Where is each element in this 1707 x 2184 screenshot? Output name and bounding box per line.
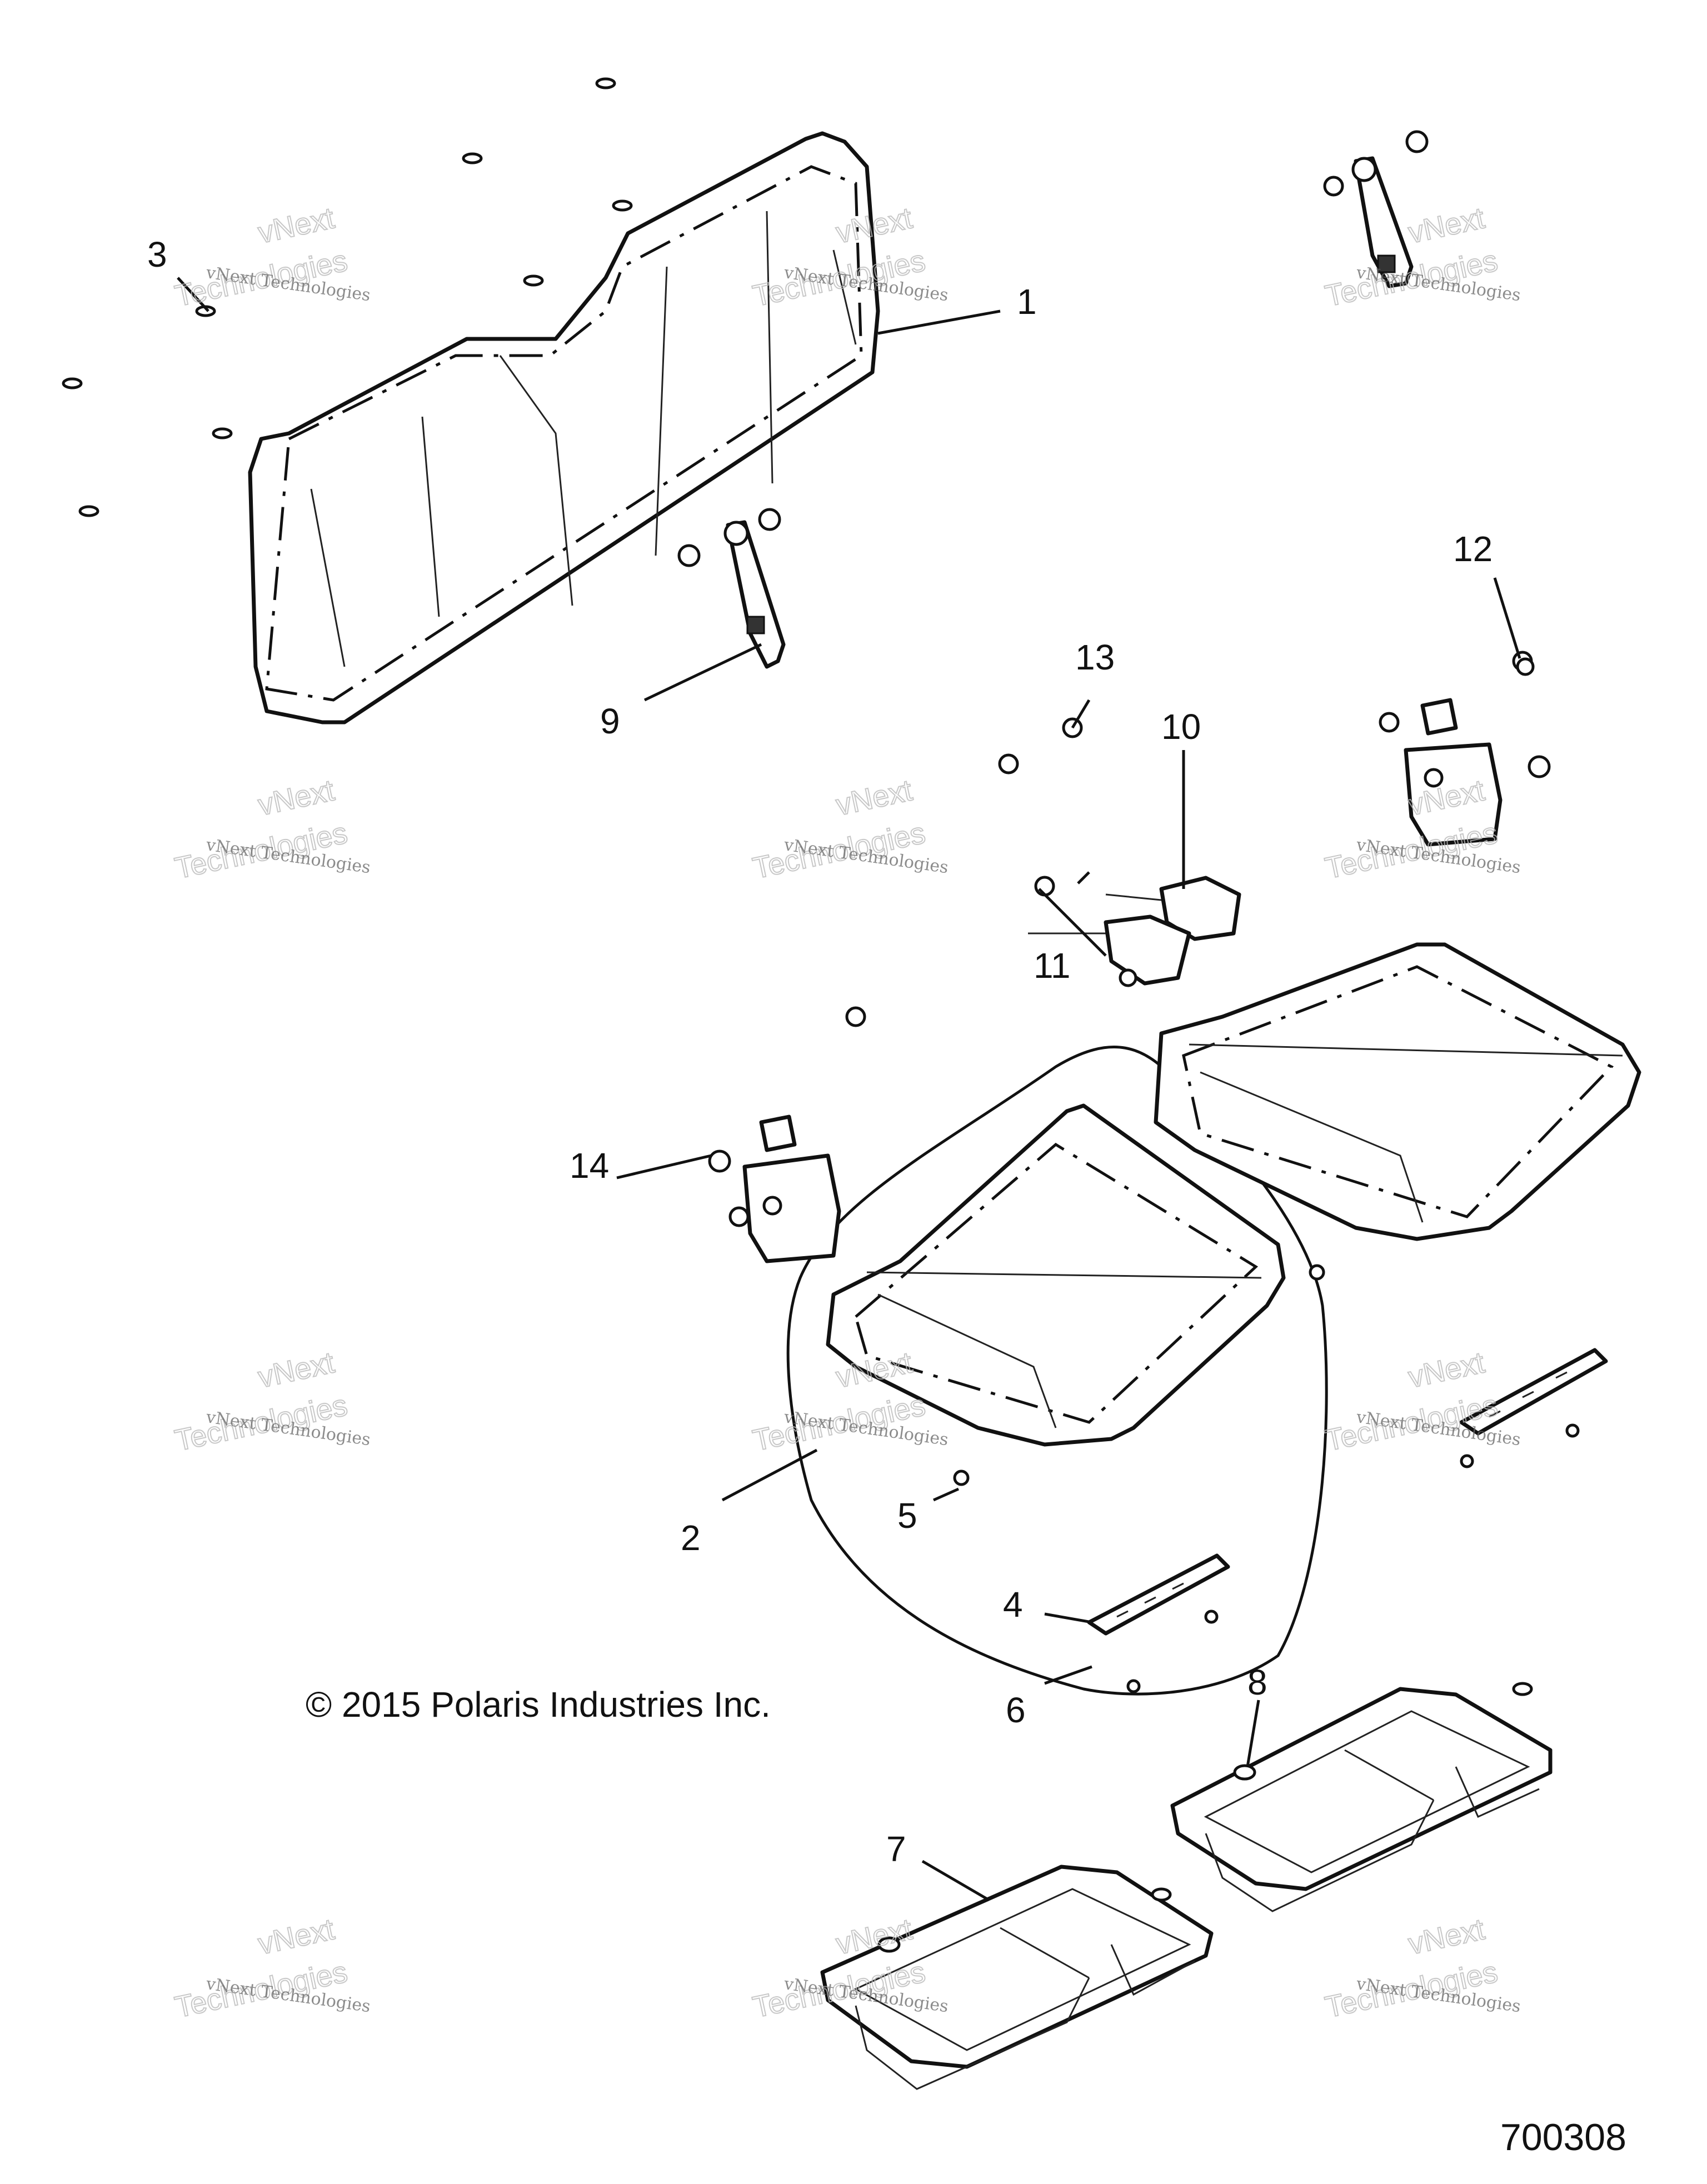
svg-text:vNext: vNext <box>255 1346 337 1394</box>
callout-4: 4 <box>1003 1585 1023 1625</box>
callout-11: 11 <box>1034 946 1070 986</box>
seat-bracket-right <box>1459 1348 1608 1436</box>
seat-backrest <box>248 131 880 724</box>
svg-text:vNext: vNext <box>833 773 915 822</box>
seat-belt-buckle-left <box>723 520 786 669</box>
svg-text:vNext: vNext <box>255 201 337 249</box>
seat-cushion-left <box>826 1103 1286 1447</box>
callout-5: 5 <box>897 1496 917 1536</box>
callout-13: 13 <box>1075 637 1115 677</box>
diagram-number: 700308 <box>1500 2116 1626 2158</box>
watermark: vNext Technologies vNext Technologies <box>172 201 372 313</box>
callout-3: 3 <box>147 234 167 274</box>
watermark: vNext Technologies vNext Technologies <box>172 1345 372 1458</box>
watermark: vNext Technologies vNext Technologies <box>750 773 950 886</box>
svg-text:vNext: vNext <box>255 1912 337 1961</box>
watermark: vNext Technologies vNext Technologies <box>1322 1912 1522 2025</box>
screws <box>62 77 633 517</box>
svg-text:vNext: vNext <box>1405 1346 1488 1394</box>
callout-2: 2 <box>681 1518 701 1558</box>
storage-tray-front <box>820 1865 1214 2090</box>
key-lower <box>1028 914 1191 986</box>
seat-latch-left <box>742 1115 841 1263</box>
watermark: vNext Technologies vNext Technologies <box>1322 1345 1522 1458</box>
svg-text:vNext: vNext <box>1405 201 1488 249</box>
callout-6: 6 <box>1006 1690 1026 1730</box>
seat-bracket-left <box>1087 1553 1230 1636</box>
leader-lines <box>177 277 1521 1902</box>
seat-latch-right <box>1404 698 1503 847</box>
callout-7: 7 <box>886 1829 906 1869</box>
callout-12: 12 <box>1453 529 1493 569</box>
watermark: vNext Technologies vNext Technologies <box>1322 201 1522 313</box>
copyright-notice: © 2015 Polaris Industries Inc. <box>306 1685 771 1725</box>
seat-cushion-right <box>1154 942 1641 1241</box>
bolts <box>677 130 1580 1953</box>
callout-1: 1 <box>1017 282 1037 322</box>
storage-tray-rear <box>1170 1687 1553 1912</box>
svg-text:vNext: vNext <box>255 773 337 822</box>
callout-14: 14 <box>570 1146 609 1186</box>
callout-9: 9 <box>600 701 620 741</box>
callout-8: 8 <box>1247 1662 1267 1702</box>
callouts: 1 2 3 4 5 6 7 8 9 10 11 12 13 14 <box>147 234 1493 1869</box>
watermark: vNext Technologies vNext Technologies <box>172 773 372 886</box>
svg-text:vNext: vNext <box>1405 1912 1488 1961</box>
callout-10: 10 <box>1161 707 1201 747</box>
seat-belt-buckle-right <box>1351 156 1414 288</box>
watermark: vNext Technologies vNext Technologies <box>172 1912 372 2025</box>
